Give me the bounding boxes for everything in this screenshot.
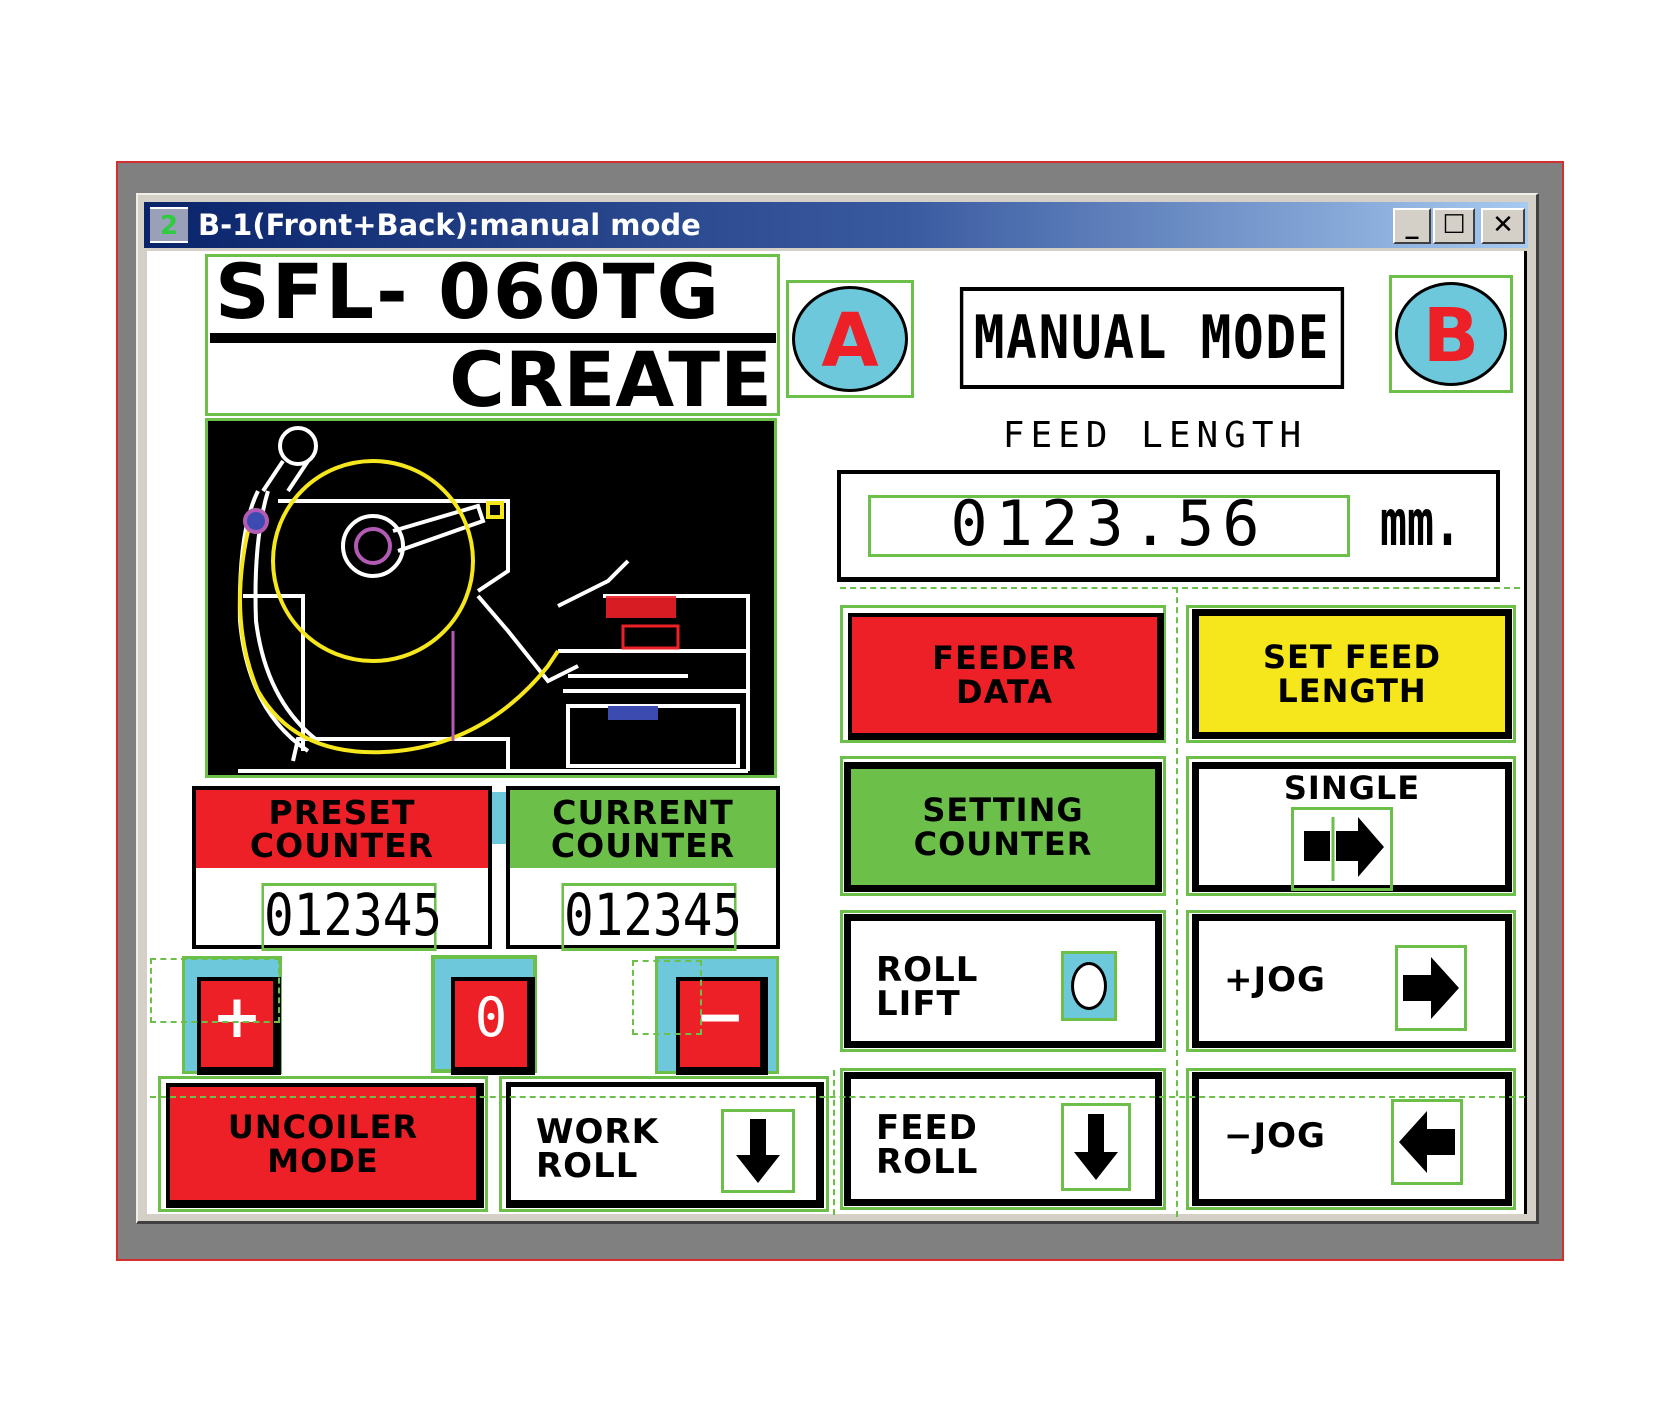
button-a-label: A (792, 286, 908, 392)
feed-length-display (837, 470, 1500, 582)
model-name: SFL- 060TG (215, 247, 721, 336)
set-feed-length-button[interactable]: SET FEED LENGTH (1192, 609, 1512, 739)
button-b[interactable]: B (1389, 275, 1513, 393)
button-a[interactable]: A (786, 280, 914, 398)
maximize-button[interactable]: ☐ (1433, 208, 1475, 244)
app-icon: 2 (150, 207, 188, 243)
touch-area-outline (150, 958, 280, 1023)
feed-length-label: FEED LENGTH (1002, 415, 1308, 456)
single-outline (1186, 756, 1516, 896)
circle-indicator-icon (1061, 951, 1117, 1021)
setting-counter-outline (840, 756, 1166, 896)
title-divider (210, 333, 776, 343)
plus-jog-label: +JOG (1224, 960, 1326, 1000)
work-roll-label-2: ROLL (536, 1146, 639, 1186)
title-bar[interactable] (144, 202, 1528, 248)
feeder-data-outline (840, 605, 1166, 743)
arrow-left-icon (1391, 1099, 1463, 1185)
set-feed-length-label-1: SET FEED (1262, 638, 1441, 676)
set-feed-length-outline (1186, 605, 1516, 743)
roll-lift-button[interactable]: ROLL LIFT (844, 914, 1162, 1048)
minimize-icon: _ (1405, 210, 1419, 240)
preset-counter-header: PRESET COUNTER (196, 790, 488, 868)
layout-guide (1176, 587, 1178, 1217)
title-panel (205, 254, 780, 416)
work-roll-outline (499, 1076, 829, 1212)
plus-icon: + (197, 977, 281, 1075)
preset-counter-value[interactable]: 012345 (261, 883, 442, 951)
counter-decrement-button[interactable]: − (655, 956, 779, 1075)
arrow-down-icon (1061, 1103, 1131, 1191)
setting-counter-label-2: COUNTER (913, 825, 1093, 863)
roll-lift-label-2: LIFT (876, 984, 961, 1024)
uncoiler-mode-label-1: UNCOILER (227, 1107, 419, 1146)
touch-area-outline (632, 960, 702, 1035)
feed-roll-label-1: FEED (876, 1108, 978, 1148)
current-counter-label-1: CURRENT (552, 793, 734, 832)
uncoiler-feeder-illustration (237, 426, 750, 773)
roll-lift-label: ROLL LIFT (876, 953, 978, 1021)
plus-jog-button[interactable]: +JOG (1192, 914, 1512, 1048)
feeder-data-label-1: FEEDER (932, 639, 1077, 677)
preset-counter-label-1: PRESET (268, 793, 416, 832)
work-roll-label: WORK ROLL (536, 1115, 659, 1183)
button-b-label: B (1395, 282, 1507, 386)
minus-icon: − (676, 977, 768, 1075)
single-button[interactable]: SINGLE (1192, 762, 1512, 892)
roll-lift-label-1: ROLL (876, 950, 979, 990)
feed-roll-button[interactable]: FEED ROLL (844, 1072, 1162, 1206)
brand-name: CREATE (449, 335, 772, 424)
work-roll-button[interactable]: WORK ROLL (506, 1082, 824, 1208)
arrow-down-icon (721, 1109, 795, 1193)
close-icon: ✕ (1492, 210, 1514, 240)
preset-counter-label-2: COUNTER (249, 826, 435, 865)
zero-icon: 0 (451, 977, 535, 1075)
minus-jog-label: −JOG (1224, 1116, 1326, 1156)
uncoiler-mode-button[interactable]: UNCOILER MODE (166, 1083, 484, 1208)
current-counter-header: CURRENT COUNTER (510, 790, 776, 868)
setting-counter-label-1: SETTING (922, 791, 1084, 829)
arrow-right-icon (1395, 945, 1467, 1031)
feed-length-input[interactable] (868, 495, 1350, 557)
feeder-data-button[interactable]: FEEDER DATA (848, 613, 1164, 740)
feed-length-unit: mm. (1380, 487, 1461, 561)
single-label: SINGLE (1283, 769, 1421, 807)
current-counter: CURRENT COUNTER 012345 (506, 786, 780, 951)
work-roll-label-1: WORK (536, 1112, 659, 1152)
plus-jog-outline (1186, 910, 1516, 1052)
counter-increment-button[interactable]: + (182, 956, 282, 1075)
mode-title: MANUAL MODE (959, 287, 1345, 389)
layout-guide (840, 587, 1520, 589)
roll-lift-outline (840, 910, 1166, 1052)
feed-roll-label-2: ROLL (876, 1142, 979, 1182)
minimize-button[interactable]: _ (1393, 208, 1431, 244)
counter-link-indicator (492, 792, 506, 844)
feeder-data-label-2: DATA (956, 673, 1053, 711)
feed-length-value: 0123.56 (950, 487, 1268, 560)
current-counter-label-2: COUNTER (550, 826, 736, 865)
counter-reset-button[interactable]: 0 (431, 955, 537, 1075)
setting-counter-button[interactable]: SETTING COUNTER (844, 762, 1162, 892)
machine-diagram (205, 418, 777, 778)
current-counter-value: 012345 (561, 883, 742, 951)
layout-guide (833, 1070, 835, 1215)
uncoiler-mode-outline (158, 1076, 488, 1212)
set-feed-length-label-2: LENGTH (1277, 672, 1427, 710)
layout-guide (150, 1096, 1525, 1098)
preset-counter: PRESET COUNTER 012345 (192, 786, 492, 951)
minus-jog-button[interactable]: −JOG (1192, 1072, 1512, 1206)
step-forward-icon (1291, 807, 1393, 891)
uncoiler-mode-label-2: MODE (267, 1141, 379, 1180)
feed-roll-label: FEED ROLL (876, 1111, 978, 1179)
minus-jog-outline (1186, 1068, 1516, 1210)
feed-roll-outline (840, 1068, 1166, 1210)
close-button[interactable]: ✕ (1481, 208, 1525, 244)
window-title: B-1(Front+Back):manual mode (198, 208, 701, 242)
maximize-icon: ☐ (1442, 210, 1466, 240)
